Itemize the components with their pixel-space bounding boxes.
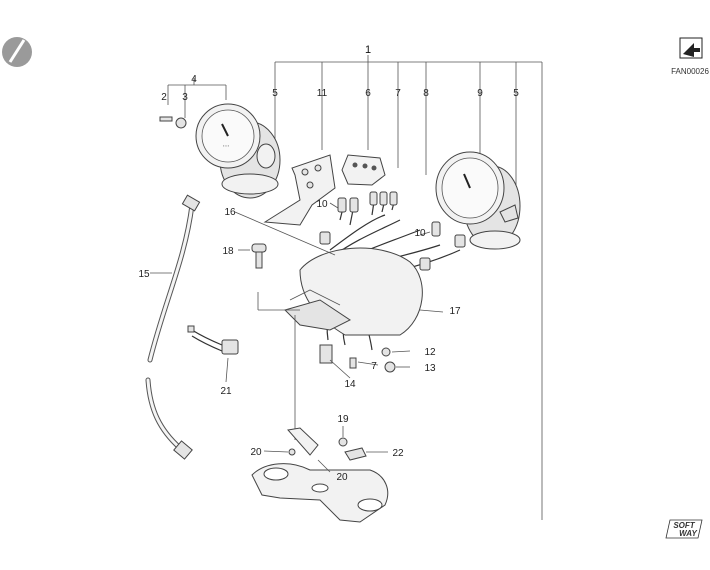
- instrument-housing: [284, 247, 423, 336]
- callout-20b: 20: [336, 472, 348, 483]
- callout-12: 12: [424, 347, 436, 358]
- callout-4: 4: [191, 74, 197, 85]
- callout-5b: 5: [513, 88, 519, 99]
- callout-1: 1: [365, 44, 371, 56]
- right-gauge: [435, 151, 521, 250]
- callout-5a: 5: [272, 88, 278, 99]
- screw-part: [159, 116, 187, 129]
- callout-11: 11: [317, 88, 328, 99]
- bolt-part: [251, 243, 267, 269]
- callout-20a: 20: [250, 447, 262, 458]
- left-gauge: ∙∙∙: [195, 103, 281, 199]
- callout-6: 6: [365, 88, 371, 99]
- callout-9: 9: [477, 88, 483, 99]
- softway-logo: SOFT WAY: [665, 519, 703, 539]
- direction-arrow-icon: [679, 37, 703, 59]
- drawing-code: FAN00026: [671, 67, 709, 76]
- triple-clamp: [251, 315, 389, 523]
- callout-7b: 7: [371, 361, 377, 372]
- svg-text:SOFT: SOFT: [673, 521, 695, 530]
- callout-2: 2: [161, 92, 167, 103]
- callout-labels: 1 4 2 3 5 11 6 7 8 9 5 10 10 16 18 15 17…: [138, 44, 519, 483]
- callout-17: 17: [449, 306, 461, 317]
- callout-13: 13: [424, 363, 436, 374]
- callout-frame: [167, 55, 543, 520]
- callout-22: 22: [392, 448, 404, 459]
- callout-14: 14: [344, 379, 356, 390]
- callout-15: 15: [138, 269, 150, 280]
- callout-18: 18: [222, 246, 234, 257]
- svg-text:∙∙∙: ∙∙∙: [223, 141, 230, 150]
- warning-light-panel: [341, 154, 386, 186]
- callout-19: 19: [337, 414, 349, 425]
- connector-part: [187, 325, 239, 355]
- leader-lines: [150, 202, 444, 473]
- section-badge-icon: [2, 37, 32, 67]
- callout-7a: 7: [395, 88, 401, 99]
- callout-16: 16: [224, 207, 236, 218]
- callout-8: 8: [423, 88, 429, 99]
- speedometer-cable: [145, 194, 201, 460]
- callout-21: 21: [220, 386, 232, 397]
- dashboard-bracket: [263, 154, 336, 226]
- callout-10b: 10: [414, 228, 426, 239]
- bulb-connectors: [319, 191, 466, 271]
- callout-10a: 10: [316, 199, 328, 210]
- small-fixings: [319, 344, 396, 373]
- callout-3: 3: [182, 92, 188, 103]
- svg-text:WAY: WAY: [679, 529, 697, 538]
